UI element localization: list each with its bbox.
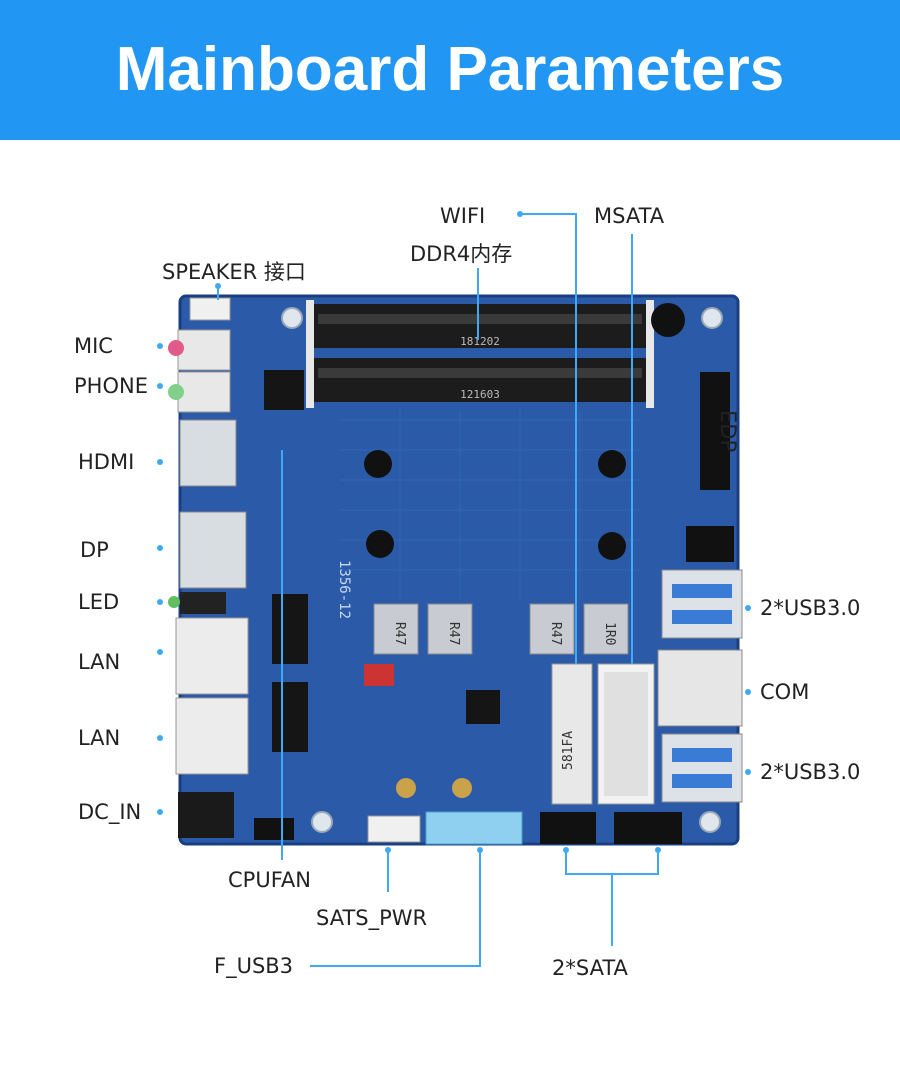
inductors: R47 R47 R47 1R0: [373, 603, 629, 655]
label-lan-2: LAN: [78, 726, 121, 750]
label-lan-1: LAN: [78, 650, 121, 674]
label-ddr4: DDR4内存: [410, 242, 513, 266]
msata-wifi-slots: 581FA: [551, 663, 655, 805]
header-banner: Mainboard Parameters: [0, 0, 900, 140]
label-com: COM: [760, 680, 810, 704]
svg-text:1R0: 1R0: [602, 622, 617, 645]
label-mic: MIC: [74, 334, 113, 358]
label-led: LED: [78, 590, 120, 614]
label-f-usb3: F_USB3: [214, 954, 294, 978]
label-phone: PHONE: [74, 374, 148, 398]
page-title: Mainboard Parameters: [115, 35, 785, 104]
label-usb3-bottom: 2*USB3.0: [760, 760, 861, 784]
ddr4-slots: 181202 121603: [306, 300, 654, 408]
label-speaker: SPEAKER 接口: [162, 260, 306, 284]
ram-mark-top: 181202: [460, 335, 500, 348]
svg-text:R47: R47: [548, 622, 563, 645]
bottom-headers: [254, 778, 682, 845]
ram-mark-bottom: 121603: [460, 388, 500, 401]
label-hdmi: HDMI: [78, 450, 135, 474]
leader-lines: [217, 213, 633, 860]
label-dc-in: DC_IN: [78, 800, 142, 824]
leader-dots: [157, 211, 751, 853]
svg-text:R47: R47: [392, 622, 407, 645]
label-cpufan: CPUFAN: [228, 868, 311, 892]
label-sats-pwr: SATS_PWR: [316, 906, 428, 930]
msata-card-mark: 581FA: [561, 731, 576, 770]
label-usb3-top: 2*USB3.0: [760, 596, 861, 620]
mainboard: 181202 121603 1356-12 R47 R47 R47 1R0: [168, 294, 743, 846]
bottom-leader-lines: [310, 850, 659, 967]
label-edp: EDP: [716, 410, 740, 453]
label-sata: 2*SATA: [552, 956, 628, 980]
left-io-ports: [168, 297, 249, 838]
label-dp: DP: [80, 538, 109, 562]
label-msata: MSATA: [594, 204, 665, 228]
label-wifi: WIFI: [440, 204, 486, 228]
board-model-mark: 1356-12: [336, 560, 352, 619]
right-io-ports: [657, 372, 743, 803]
svg-text:R47: R47: [446, 622, 461, 645]
